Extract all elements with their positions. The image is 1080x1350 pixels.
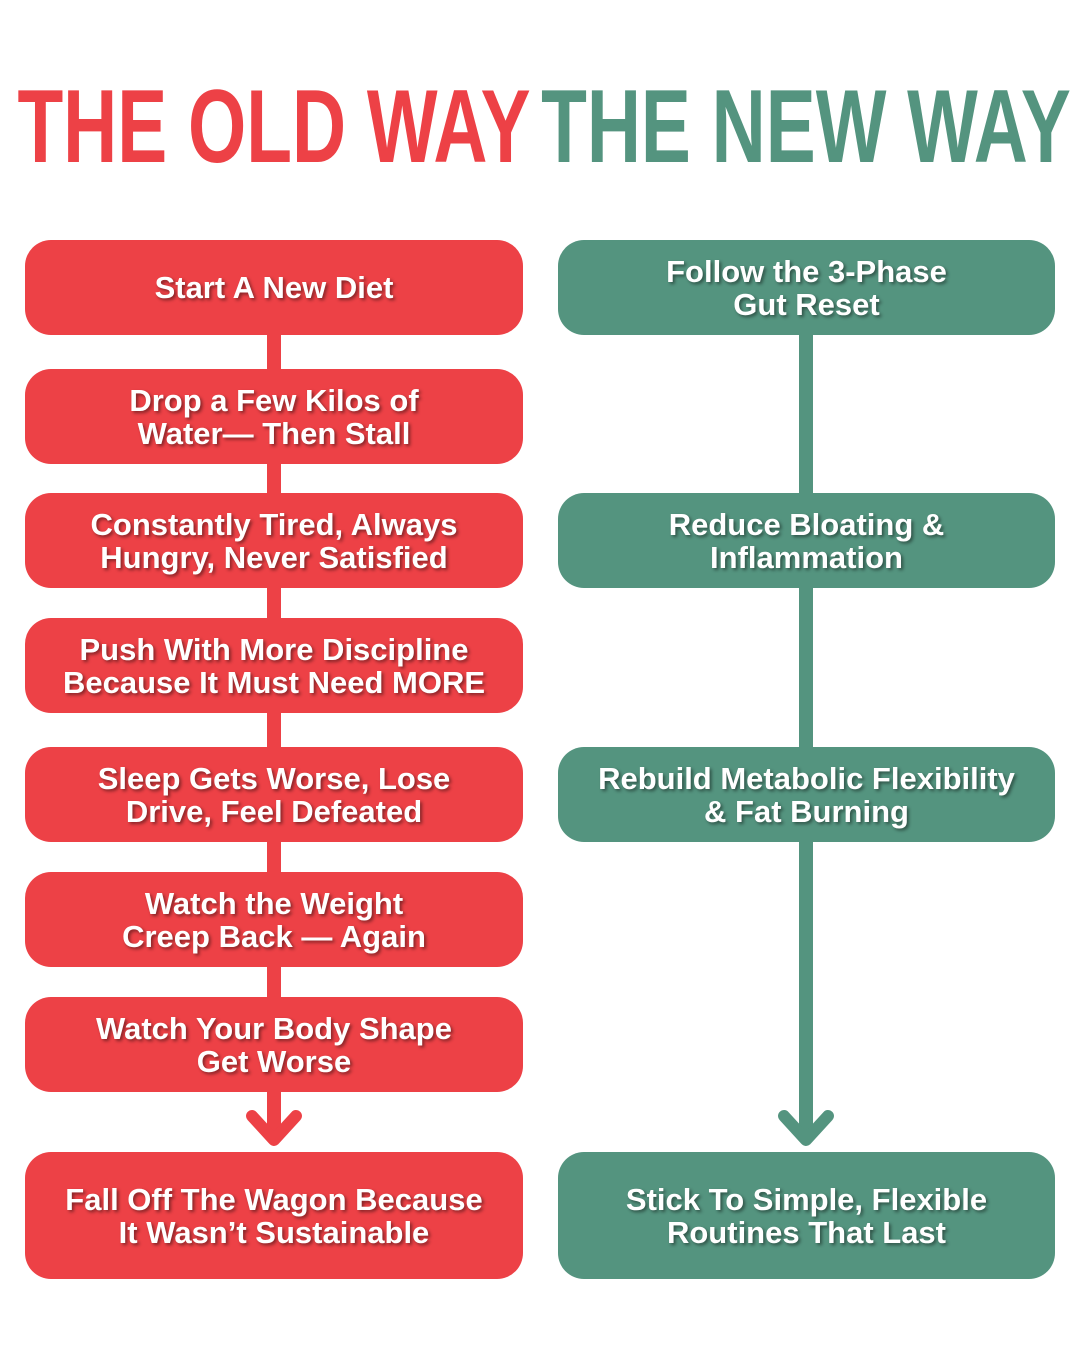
new-way-arrow-down-icon xyxy=(778,1110,834,1146)
new-way-step-4: Stick To Simple, Flexible Routines That … xyxy=(558,1152,1055,1279)
new-way-step-4-label: Stick To Simple, Flexible Routines That … xyxy=(625,1181,988,1250)
old-way-step-6-label: Watch the Weight Creep Back — Again xyxy=(122,885,426,954)
old-way-step-8-label: Fall Off The Wagon Because It Wasn’t Sus… xyxy=(65,1181,483,1250)
old-way-step-5-label: Sleep Gets Worse, Lose Drive, Feel Defea… xyxy=(97,760,451,829)
new-way-title: THE NEW WAY xyxy=(541,69,1071,185)
old-way-step-1-label: Start A New Diet xyxy=(154,270,394,305)
old-way-step-2-label: Drop a Few Kilos of Water— Then Stall xyxy=(129,382,419,451)
new-way-step-3: Rebuild Metabolic Flexibility & Fat Burn… xyxy=(558,747,1055,842)
old-way-step-3: Constantly Tired, Always Hungry, Never S… xyxy=(25,493,523,588)
old-way-title: THE OLD WAY xyxy=(17,69,531,185)
new-way-step-2-label: Reduce Bloating & Inflammation xyxy=(668,506,945,575)
old-way-step-4-label: Push With More Discipline Because It Mus… xyxy=(62,631,486,700)
new-way-step-1: Follow the 3-Phase Gut Reset xyxy=(558,240,1055,335)
old-way-step-8: Fall Off The Wagon Because It Wasn’t Sus… xyxy=(25,1152,523,1279)
new-way-step-2: Reduce Bloating & Inflammation xyxy=(558,493,1055,588)
old-way-step-4: Push With More Discipline Because It Mus… xyxy=(25,618,523,713)
new-way-connector-line xyxy=(799,300,813,1135)
old-way-step-6: Watch the Weight Creep Back — Again xyxy=(25,872,523,967)
old-way-step-2: Drop a Few Kilos of Water— Then Stall xyxy=(25,369,523,464)
old-way-step-1: Start A New Diet xyxy=(25,240,523,335)
old-way-arrow-down-icon xyxy=(246,1110,302,1146)
new-way-step-1-label: Follow the 3-Phase Gut Reset xyxy=(666,253,947,322)
old-way-step-7: Watch Your Body Shape Get Worse xyxy=(25,997,523,1092)
old-way-step-5: Sleep Gets Worse, Lose Drive, Feel Defea… xyxy=(25,747,523,842)
old-way-step-3-label: Constantly Tired, Always Hungry, Never S… xyxy=(90,506,458,575)
old-way-step-7-label: Watch Your Body Shape Get Worse xyxy=(96,1010,452,1079)
new-way-step-3-label: Rebuild Metabolic Flexibility & Fat Burn… xyxy=(598,760,1015,829)
